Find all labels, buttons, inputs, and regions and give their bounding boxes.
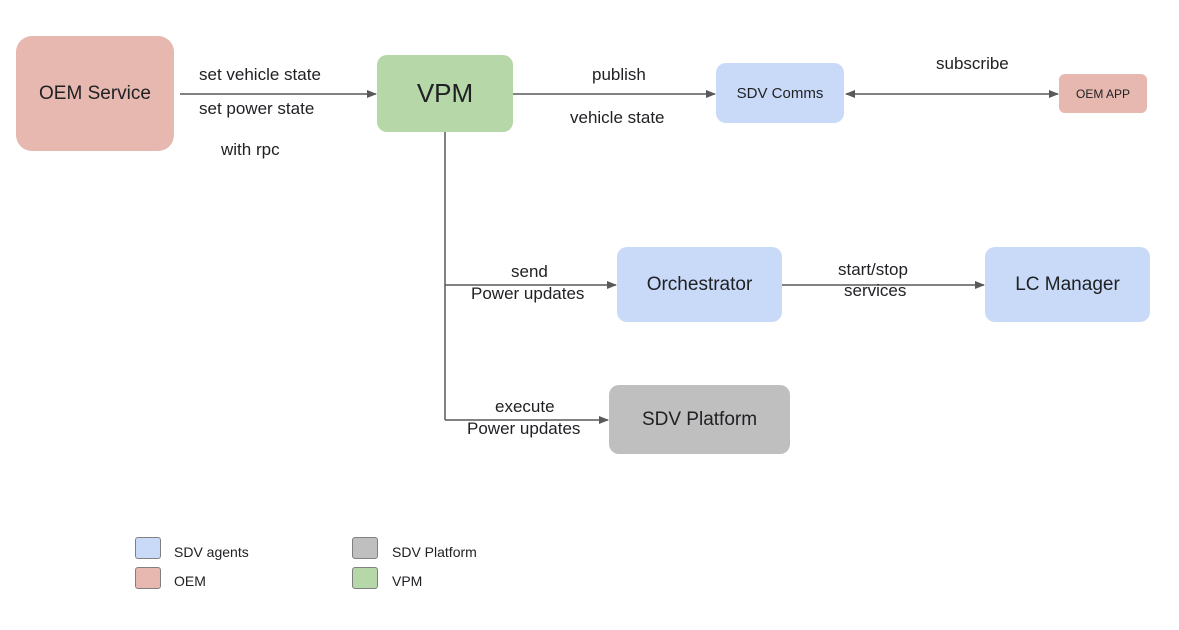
edge-label-set-power-state: set power state xyxy=(199,99,315,118)
legend-swatch-vpm xyxy=(352,567,378,589)
edge-label-execute: execute xyxy=(495,397,555,416)
edge-label-subscribe: subscribe xyxy=(936,54,1009,73)
legend-label-oem: OEM xyxy=(174,573,206,589)
node-lc-manager-label: LC Manager xyxy=(1015,273,1120,295)
legend-swatch-sdv-platform xyxy=(352,537,378,559)
node-sdv-platform: SDV Platform xyxy=(609,385,790,454)
node-oem-app: OEM APP xyxy=(1059,74,1147,113)
node-sdv-comms: SDV Comms xyxy=(716,63,844,123)
node-vpm: VPM xyxy=(377,55,513,132)
edge-label-publish: publish xyxy=(592,65,646,84)
legend-label-vpm: VPM xyxy=(392,573,423,589)
node-sdv-comms-label: SDV Comms xyxy=(736,84,824,102)
node-oem-app-label: OEM APP xyxy=(1075,86,1131,101)
edge-label-vehicle-state: vehicle state xyxy=(570,108,665,127)
node-lc-manager: LC Manager xyxy=(985,247,1150,322)
legend-label-sdv-agents: SDV agents xyxy=(174,544,249,560)
edge-label-with-rpc: with rpc xyxy=(221,140,280,159)
node-orchestrator-label: Orchestrator xyxy=(646,273,753,295)
edge-label-execute-power-updates: Power updates xyxy=(467,419,581,438)
edge-label-start-stop: start/stop xyxy=(838,260,908,279)
edge-label-send: send xyxy=(511,262,548,281)
edge-label-send-power-updates: Power updates xyxy=(471,284,585,303)
legend-label-sdv-platform: SDV Platform xyxy=(392,544,477,560)
node-orchestrator: Orchestrator xyxy=(617,247,782,322)
node-vpm-label: VPM xyxy=(416,78,474,108)
node-oem-service: OEM Service xyxy=(16,36,174,151)
legend-swatch-sdv-agents xyxy=(135,537,161,559)
legend-swatch-oem xyxy=(135,567,161,589)
edge-label-set-vehicle-state: set vehicle state xyxy=(199,65,321,84)
node-sdv-platform-label: SDV Platform xyxy=(641,408,758,430)
node-oem-service-label: OEM Service xyxy=(39,82,151,104)
edge-label-services: services xyxy=(844,281,907,300)
